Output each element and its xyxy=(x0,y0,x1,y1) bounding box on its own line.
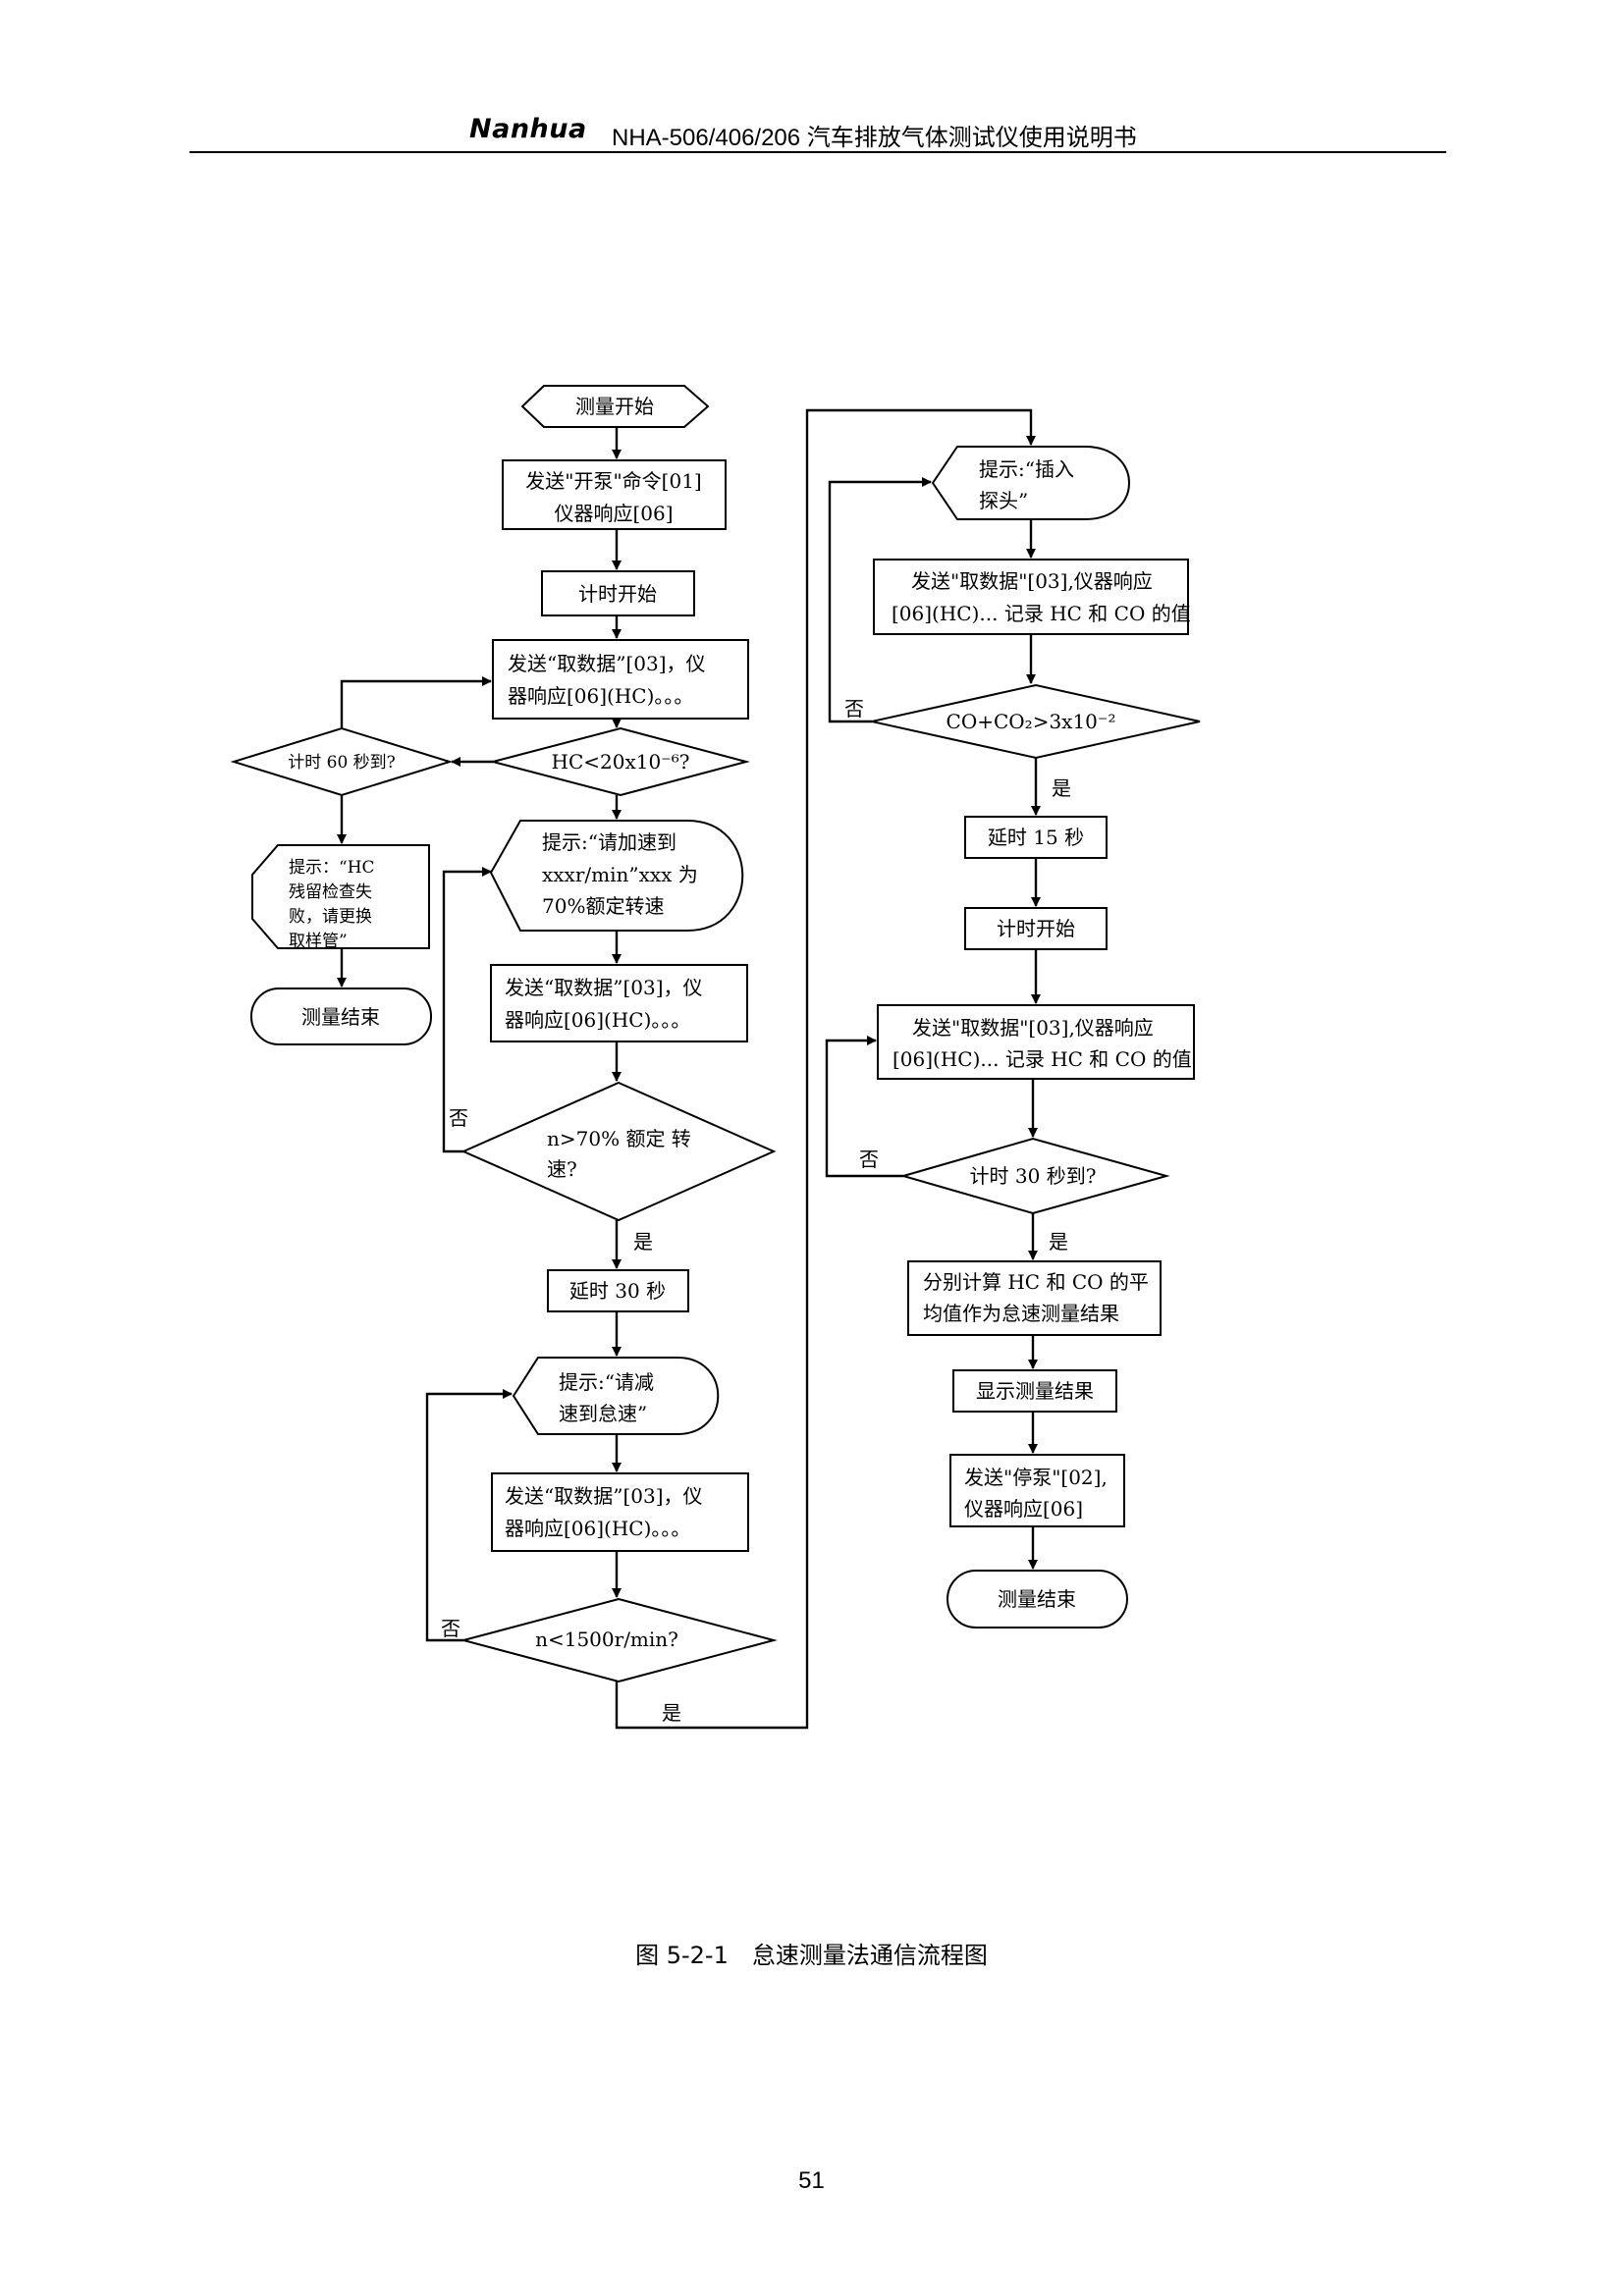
calc-label: 均值作为怠速测量结果 xyxy=(923,1302,1119,1325)
yes-label: 是 xyxy=(633,1230,653,1254)
hc-check-label: HC<20x10⁻⁶? xyxy=(552,750,690,774)
timer-start-label: 计时开始 xyxy=(997,917,1075,940)
hc-fail-label: 取样管” xyxy=(289,932,348,951)
timer60-label: 计时 60 秒到? xyxy=(288,753,396,773)
hc-fail-label: 败，请更换 xyxy=(289,907,372,927)
decel-prompt-label: 速到怠速” xyxy=(559,1402,647,1425)
no-label: 否 xyxy=(441,1617,460,1640)
yes-label: 是 xyxy=(1049,1230,1068,1254)
start-label: 测量开始 xyxy=(575,395,654,418)
calc-process xyxy=(907,1260,1162,1336)
pump-off-process xyxy=(949,1454,1125,1527)
delay30-process xyxy=(547,1269,689,1312)
hc-check-decision xyxy=(489,726,750,797)
no-label: 否 xyxy=(859,1148,879,1171)
accel-prompt-label: xxxr/min”xxx 为 xyxy=(542,863,698,886)
timer-start-process xyxy=(541,570,695,616)
page-number: 51 xyxy=(798,2167,825,2194)
co-check-label: CO+CO₂>3x10⁻² xyxy=(947,710,1116,733)
document-title: NHA-506/406/206 汽车排放气体测试仪使用说明书 xyxy=(612,125,1137,151)
probe-prompt xyxy=(931,446,1130,520)
get-data-label: 发送"取数据"[03],仪器响应 xyxy=(912,1016,1154,1040)
end-label: 测量结束 xyxy=(998,1587,1076,1611)
hc-fail-prompt xyxy=(251,844,430,949)
decel-prompt xyxy=(512,1357,720,1435)
delay15-label: 延时 15 秒 xyxy=(988,826,1084,849)
get-data-label: [06](HC)... 记录 HC 和 CO 的值 xyxy=(893,1047,1192,1071)
timer30-decision xyxy=(899,1137,1170,1215)
loop-back-connector xyxy=(340,676,492,728)
get-data-label: 发送“取数据”[03]，仪 xyxy=(508,652,706,675)
end-fail-terminal xyxy=(250,988,432,1045)
probe-prompt-label: 探头” xyxy=(979,489,1028,512)
get-data-process-3 xyxy=(491,1472,749,1552)
pump-off-label: 发送"停泵"[02], xyxy=(964,1466,1108,1489)
speed-check-decision xyxy=(460,1081,777,1222)
accel-prompt-label: 70%额定转速 xyxy=(542,894,664,918)
loop-back-connector xyxy=(828,477,932,723)
get-data-process-2 xyxy=(490,964,748,1042)
co-check-decision xyxy=(871,683,1201,760)
delay30-label: 延时 30 秒 xyxy=(569,1279,666,1303)
get-data-label: [06](HC)... 记录 HC 和 CO 的值 xyxy=(892,602,1191,625)
accel-prompt-label: 提示:“请加速到 xyxy=(542,830,676,854)
loop-back-connector xyxy=(825,1036,903,1178)
get-data-label: 器响应[06](HC)。。。 xyxy=(505,1008,690,1032)
timer30-label: 计时 30 秒到? xyxy=(970,1164,1097,1188)
pump-off-label: 仪器响应[06] xyxy=(964,1497,1083,1521)
start-terminal xyxy=(520,385,710,428)
no-label: 否 xyxy=(449,1106,468,1130)
header-brand-wrap: Nanhua NHA-506/406/206 汽车排放气体测试仪使用说明书 xyxy=(189,114,1446,153)
end-fail-label: 测量结束 xyxy=(301,1005,380,1029)
show-result-label: 显示测量结果 xyxy=(976,1379,1094,1403)
cross-column-connector xyxy=(615,408,1036,1730)
yes-label: 是 xyxy=(662,1701,681,1725)
rpm-check-decision xyxy=(460,1597,778,1683)
probe-prompt-label: 提示:“插入 xyxy=(979,457,1074,481)
hc-fail-label: 提示：“HC xyxy=(289,858,375,878)
timer-start-label: 计时开始 xyxy=(578,582,657,606)
get-data-label: 器响应[06](HC)。。。 xyxy=(505,1517,690,1540)
get-data-label: 发送"取数据"[03],仪器响应 xyxy=(911,569,1153,593)
speed-check-label: 速? xyxy=(547,1157,577,1181)
end-terminal xyxy=(947,1570,1128,1629)
speed-check-label: n>70% 额定 转 xyxy=(547,1127,691,1150)
pump-on-process xyxy=(502,459,727,530)
show-result-process xyxy=(952,1369,1117,1413)
get-data-label: 发送“取数据”[03]，仪 xyxy=(505,976,703,999)
rpm-check-label: n<1500r/min? xyxy=(535,1628,678,1651)
accel-prompt xyxy=(489,820,744,932)
figure-caption: 图 5-2-1 怠速测量法通信流程图 xyxy=(635,1942,988,1969)
hc-fail-label: 残留检查失 xyxy=(289,882,372,902)
pump-on-label: 仪器响应[06] xyxy=(554,502,673,525)
pump-on-label: 发送"开泵"命令[01] xyxy=(525,469,701,493)
get-data-label: 发送“取数据”[03]，仪 xyxy=(505,1484,703,1508)
brand-logo: Nanhua xyxy=(469,114,587,144)
get-data-process-5 xyxy=(877,1004,1195,1080)
calc-label: 分别计算 HC 和 CO 的平 xyxy=(923,1270,1149,1294)
no-label: 否 xyxy=(844,697,864,721)
loop-back-connector xyxy=(442,867,492,1153)
loop-back-connector xyxy=(425,1389,513,1642)
get-data-label: 器响应[06](HC)。。。 xyxy=(508,684,693,708)
timer60-decision xyxy=(230,726,454,797)
yes-label: 是 xyxy=(1052,776,1071,800)
header-rule xyxy=(189,151,1446,153)
decel-prompt-label: 提示:“请减 xyxy=(559,1370,654,1394)
